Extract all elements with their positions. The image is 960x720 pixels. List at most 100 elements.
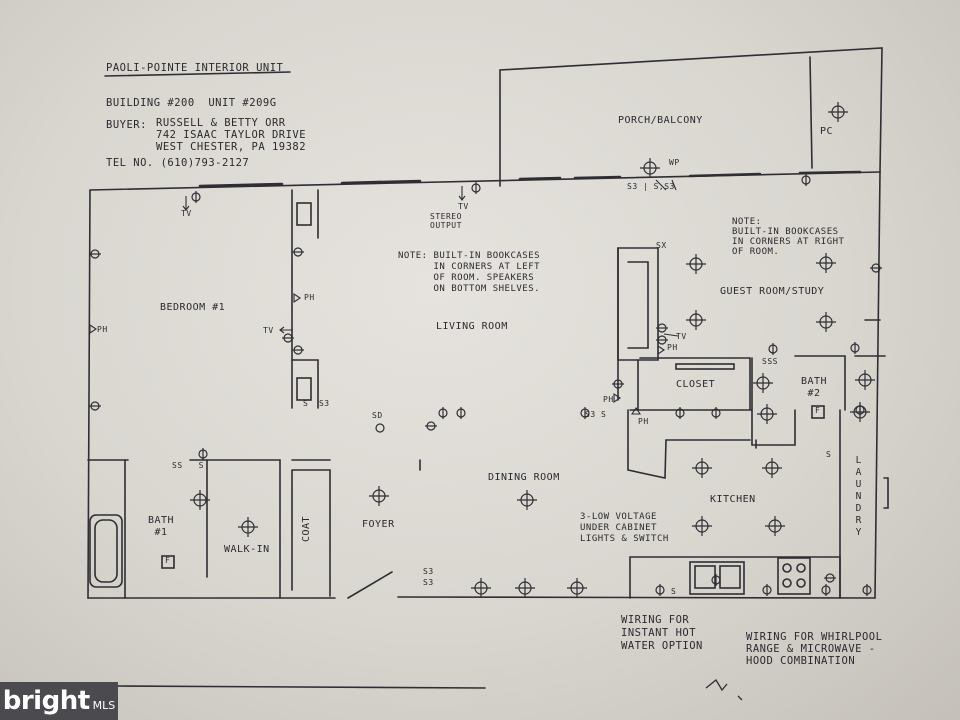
windows — [198, 170, 862, 188]
bright-mls-logo: bright MLS — [0, 682, 118, 720]
foyer-door — [347, 571, 393, 599]
note-hot-water: WIRING FOR INSTANT HOT WATER OPTION — [621, 614, 703, 652]
outer-wall-top — [89, 171, 881, 191]
buyer-telephone: TEL NO. (610)793-2127 — [106, 157, 250, 169]
label-sx: SX — [656, 241, 667, 250]
ceiling-light-guest-1 — [686, 254, 706, 274]
label-smoke-detector: SD — [372, 411, 383, 420]
guest-inner — [627, 261, 649, 349]
label-switch-laundry: S — [826, 450, 832, 459]
label-switch-kitchen: S — [671, 587, 677, 596]
ceiling-light-bath1 — [190, 490, 210, 510]
plan-title: PAOLI-POINTE INTERIOR UNIT — [106, 62, 284, 74]
ceiling-light-guest-4 — [816, 312, 836, 332]
note-guest-bookcases: NOTE: BUILT-IN BOOKCASES IN CORNERS AT R… — [732, 217, 845, 257]
ceiling-light-kitchen-2 — [762, 458, 782, 478]
room-label-dining: DINING ROOM — [488, 472, 560, 483]
closet-wall — [629, 357, 753, 411]
title-baseline — [114, 685, 486, 689]
room-label-coat: COAT — [301, 515, 312, 542]
outer-wall-right — [874, 171, 881, 599]
buyer-address-1: 742 ISAAC TAYLOR DRIVE — [156, 129, 307, 141]
room-label-foyer: FOYER — [362, 519, 395, 530]
note-cabinet-lights: 3-LOW VOLTAGE UNDER CABINET LIGHTS & SWI… — [580, 512, 669, 544]
room-label-porch: PORCH/BALCONY — [618, 115, 703, 126]
header-underline — [104, 71, 291, 77]
bath2-wall — [751, 355, 886, 446]
label-switch-foyer-2: S3 — [423, 578, 434, 587]
bedroom-wall-speaker-box — [291, 189, 319, 409]
ceiling-light-dining — [517, 490, 537, 510]
bath1-wall — [124, 459, 208, 599]
outer-wall-bottom-right — [397, 596, 876, 599]
porch-divider — [809, 56, 813, 169]
closet-shelf — [675, 363, 735, 370]
range — [777, 557, 811, 595]
smoke-detector — [375, 423, 385, 433]
ceiling-light-bath2b — [855, 370, 875, 390]
laundry-door — [883, 477, 889, 509]
room-label-bath2: BATH #2 — [801, 376, 828, 399]
label-ph-kitchen: PH — [638, 417, 649, 426]
room-label-kitchen: KITCHEN — [710, 494, 756, 505]
ceiling-light-bath2 — [753, 373, 773, 393]
building-unit: BUILDING #200 UNIT #209G — [106, 97, 277, 109]
buyer-address-2: WEST CHESTER, PA 19382 — [156, 141, 307, 153]
note-living-bookcases: NOTE: BUILT-IN BOOKCASES IN CORNERS AT L… — [398, 251, 541, 294]
label-switch-dining: S3 S — [585, 410, 607, 419]
logo-suffix: MLS — [92, 698, 116, 712]
ceiling-light-guest-2 — [816, 253, 836, 273]
label-tv-bedroom-wall: TV — [263, 326, 274, 335]
label-switch-bedroom: S S3 — [303, 399, 330, 408]
room-label-pc: PC — [820, 126, 834, 137]
room-label-walkin: WALK-IN — [224, 544, 270, 555]
kitchen-back-counter — [629, 556, 841, 599]
label-tv-guest: TV — [676, 332, 687, 341]
label-ph-living: PH — [304, 293, 315, 302]
label-tv-living: TV — [458, 202, 469, 211]
ceiling-light-kitchen-4 — [765, 516, 785, 536]
note-whirlpool: WIRING FOR WHIRLPOOL RANGE & MICROWAVE -… — [746, 631, 883, 667]
buyer-name: RUSSELL & BETTY ORR — [156, 117, 286, 129]
ceiling-light-closet — [757, 404, 777, 424]
room-label-guest: GUEST ROOM/STUDY — [720, 286, 825, 297]
ceiling-light-bottom-2 — [515, 578, 535, 598]
ceiling-light-bottom-3 — [567, 578, 587, 598]
label-switch-foyer-1: S3 — [423, 567, 434, 576]
label-stereo-output: STEREO OUTPUT — [430, 212, 462, 230]
guest-bookcase — [617, 247, 659, 361]
label-ph-guest: PH — [667, 343, 678, 352]
label-switch-bath2: SSS — [762, 357, 778, 366]
ceiling-light-kitchen-3 — [692, 516, 712, 536]
signature-mark — [705, 679, 743, 701]
room-label-bedroom: BEDROOM #1 — [160, 302, 226, 313]
label-fan-bath2: F — [815, 406, 821, 415]
label-switch-bath1: SS S — [172, 461, 204, 470]
room-label-laundry: LAUNDRY — [853, 455, 864, 539]
bathtub — [89, 514, 123, 588]
porch-wall — [499, 47, 883, 187]
buyer-label: BUYER: — [106, 119, 147, 131]
label-ph-dining: PH — [603, 395, 614, 404]
ceiling-light-porch — [828, 102, 848, 122]
outer-wall-left — [87, 189, 91, 599]
kitchen-counter — [627, 409, 751, 479]
logo-brand: bright — [2, 686, 90, 716]
label-wp: WP — [669, 158, 680, 167]
label-switches-porch: S3 | S,S3 — [627, 182, 675, 191]
ceiling-light-foyer — [369, 486, 389, 506]
ceiling-light-kitchen-1 — [692, 458, 712, 478]
ceiling-light-porch-wall — [640, 158, 660, 178]
ceiling-light-walkin — [238, 517, 258, 537]
room-label-bath1: BATH #1 — [148, 515, 175, 538]
room-label-closet: CLOSET — [676, 379, 716, 390]
label-fan-bath1: F — [165, 556, 171, 565]
ceiling-light-bottom-1 — [471, 578, 491, 598]
label-tv-bedroom: TV — [181, 209, 192, 218]
label-ph-bedroom: PH — [97, 325, 108, 334]
room-label-living: LIVING ROOM — [436, 321, 508, 332]
coat-closet-wall — [291, 469, 331, 597]
ceiling-light-guest-3 — [686, 310, 706, 330]
